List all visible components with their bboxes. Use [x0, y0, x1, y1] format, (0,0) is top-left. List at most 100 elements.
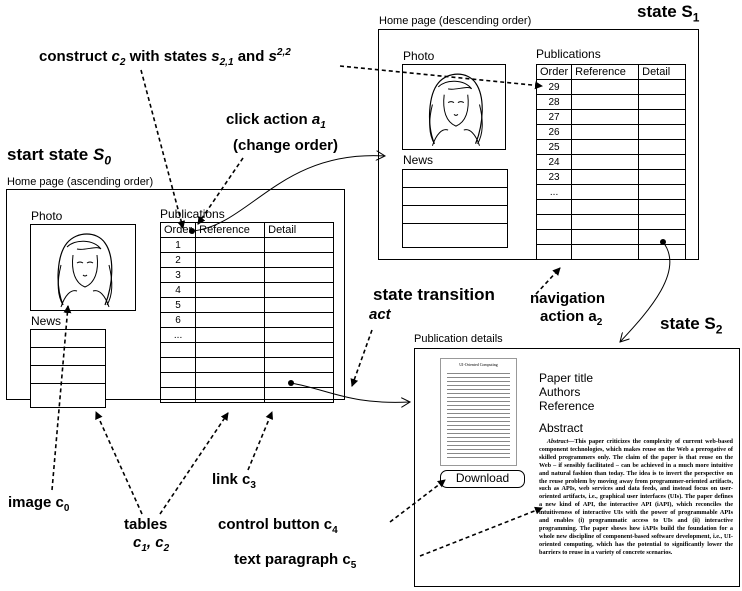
- detail-link[interactable]: [264, 327, 334, 343]
- s0-page-title: Home page (ascending order): [7, 176, 154, 188]
- state-s1-label: state S1: [637, 2, 700, 25]
- abstract-paragraph: Abstract—This paper criticizes the compl…: [539, 438, 733, 557]
- s1-publications-label: Publications: [536, 47, 601, 61]
- order-cell: 23: [535, 169, 573, 185]
- table-row: 5: [159, 297, 334, 313]
- order-cell: 29: [535, 79, 573, 95]
- navigation-label: navigation: [530, 290, 606, 307]
- detail-link[interactable]: [264, 297, 334, 313]
- detail-link[interactable]: [264, 237, 334, 253]
- news-item[interactable]: [403, 224, 507, 242]
- link-c3-label: link c3: [212, 471, 256, 491]
- detail-link[interactable]: [638, 229, 686, 245]
- table-header-row: Order Reference Detail: [159, 222, 334, 238]
- paper-reference: Reference: [539, 399, 595, 413]
- detail-link[interactable]: [638, 214, 686, 230]
- column-header-reference: Reference: [571, 64, 640, 80]
- s2-publication-details: UI-Oriented Computing Download Paper tit…: [414, 348, 740, 587]
- download-button[interactable]: Download: [440, 470, 525, 488]
- state-transition-label: state transition: [373, 285, 495, 304]
- order-cell: 3: [159, 267, 197, 283]
- news-item[interactable]: [403, 188, 507, 206]
- tables-c1-c2-label: c1, c2: [133, 534, 170, 554]
- state-s2-label: state S2: [660, 314, 723, 337]
- s0-news-list: [30, 329, 106, 408]
- s1-publications-table: Order Reference Detail 29 28 27 26 25 24…: [535, 64, 686, 260]
- order-cell: 28: [535, 94, 573, 110]
- s1-photo-image[interactable]: [402, 64, 506, 150]
- order-cell: 25: [535, 139, 573, 155]
- table-row: 24: [535, 154, 686, 170]
- news-item[interactable]: [403, 206, 507, 224]
- abstract-lead: Abstract: [546, 438, 569, 445]
- table-row: [535, 214, 686, 230]
- order-cell: 27: [535, 109, 573, 125]
- column-header-order[interactable]: Order: [535, 64, 573, 80]
- table-row: [159, 387, 334, 403]
- news-item[interactable]: [31, 384, 105, 402]
- detail-link[interactable]: [638, 94, 686, 110]
- table-row: 6: [159, 312, 334, 328]
- table-row: [535, 199, 686, 215]
- table-row: 29: [535, 79, 686, 95]
- detail-link-c3[interactable]: [264, 372, 334, 388]
- s0-photo-image[interactable]: [30, 224, 136, 311]
- news-item[interactable]: [31, 348, 105, 366]
- detail-link[interactable]: [264, 267, 334, 283]
- table-row: 2: [159, 252, 334, 268]
- table-row: 28: [535, 94, 686, 110]
- table-row: 4: [159, 282, 334, 298]
- s0-news-label: News: [31, 314, 62, 328]
- detail-link[interactable]: [638, 154, 686, 170]
- detail-link-a2[interactable]: [638, 244, 686, 260]
- s1-photo-label: Photo: [403, 49, 435, 63]
- paper-title: Paper title: [539, 371, 594, 385]
- detail-link[interactable]: [264, 357, 334, 373]
- column-header-detail: Detail: [638, 64, 686, 80]
- column-header-order[interactable]: Order: [159, 222, 197, 238]
- detail-link[interactable]: [638, 79, 686, 95]
- detail-link[interactable]: [264, 252, 334, 268]
- arrow-tables-to-news: [95, 411, 143, 515]
- woman-portrait-icon: [428, 73, 483, 146]
- abstract-text: —This paper criticizes the complexity of…: [539, 438, 734, 556]
- table-header-row: Order Reference Detail: [535, 64, 686, 80]
- arrow-act: [350, 329, 373, 387]
- table-row: 27: [535, 109, 686, 125]
- order-cell: 24: [535, 154, 573, 170]
- detail-link[interactable]: [264, 342, 334, 358]
- news-item[interactable]: [403, 170, 507, 188]
- order-cell: 6: [159, 312, 197, 328]
- thumbnail-title: UI-Oriented Computing: [459, 362, 498, 367]
- table-row: 25: [535, 139, 686, 155]
- order-cell: ...: [159, 327, 197, 343]
- column-header-detail: Detail: [264, 222, 334, 238]
- change-order-annotation: (change order): [233, 137, 339, 154]
- news-item[interactable]: [31, 330, 105, 348]
- table-row: ...: [535, 184, 686, 200]
- paper-authors: Authors: [539, 385, 581, 399]
- start-state-label: start state S0: [7, 145, 112, 168]
- tables-label: tables: [124, 516, 168, 533]
- detail-link[interactable]: [638, 109, 686, 125]
- order-cell: 2: [159, 252, 197, 268]
- news-item[interactable]: [31, 366, 105, 384]
- detail-link[interactable]: [264, 387, 334, 403]
- order-cell: 4: [159, 282, 197, 298]
- detail-link[interactable]: [638, 169, 686, 185]
- column-header-reference: Reference: [195, 222, 266, 238]
- detail-link[interactable]: [638, 199, 686, 215]
- detail-link[interactable]: [638, 184, 686, 200]
- detail-link[interactable]: [638, 124, 686, 140]
- detail-link[interactable]: [638, 139, 686, 155]
- control-button-label: control button c4: [218, 516, 338, 536]
- table-row: ...: [159, 327, 334, 343]
- arrow-link-c3: [247, 411, 274, 471]
- table-row: [535, 229, 686, 245]
- table-row: [159, 342, 334, 358]
- detail-link[interactable]: [264, 312, 334, 328]
- table-row: [535, 244, 686, 260]
- table-row: 3: [159, 267, 334, 283]
- detail-link[interactable]: [264, 282, 334, 298]
- arrow-tables-to-pubs: [159, 412, 229, 515]
